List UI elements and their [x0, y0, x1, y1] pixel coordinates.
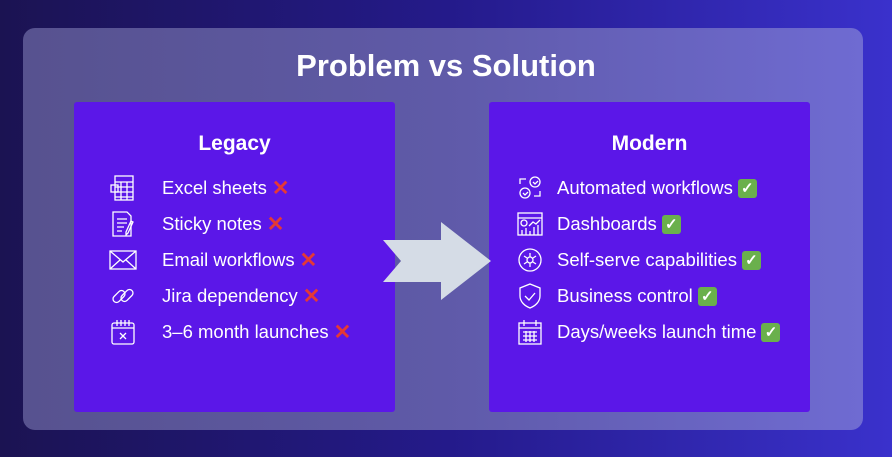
- modern-heading: Modern: [611, 132, 688, 155]
- item-label: Business control: [557, 285, 693, 306]
- item-label: Excel sheets: [162, 177, 267, 198]
- legacy-item: Jira dependency✕: [162, 281, 320, 311]
- check-icon: ✓: [761, 322, 781, 342]
- modern-item: Self-serve capabilities✓: [557, 245, 761, 275]
- cross-icon: ✕: [302, 284, 321, 308]
- item-label: Sticky notes: [162, 213, 262, 234]
- check-icon: ✓: [697, 286, 717, 306]
- dashboard-icon: [515, 209, 545, 239]
- calendar-icon: [515, 317, 545, 347]
- legacy-heading: Legacy: [198, 132, 271, 155]
- item-label: Automated workflows: [557, 177, 733, 198]
- check-icon: ✓: [661, 214, 681, 234]
- legacy-item: Sticky notes✕: [162, 209, 284, 239]
- cross-icon: ✕: [299, 248, 318, 272]
- modern-item: Business control✓: [557, 281, 717, 311]
- legacy-card: [74, 102, 395, 412]
- legacy-item: Email workflows✕: [162, 245, 317, 275]
- legacy-item: Excel sheets✕: [162, 173, 290, 203]
- note-icon: [108, 209, 138, 239]
- item-label: Jira dependency: [162, 285, 298, 306]
- item-label: 3–6 month launches: [162, 321, 329, 342]
- item-label: Days/weeks launch time: [557, 321, 757, 342]
- shield-check-icon: [515, 281, 545, 311]
- check-icon: ✓: [737, 178, 757, 198]
- modern-item: Automated workflows✓: [557, 173, 757, 203]
- arrow-right-icon: [383, 222, 491, 300]
- item-label: Email workflows: [162, 249, 295, 270]
- item-label: Dashboards: [557, 213, 657, 234]
- link-icon: [108, 281, 138, 311]
- envelope-icon: [108, 245, 138, 275]
- modern-item: Dashboards✓: [557, 209, 681, 239]
- gears-icon: [515, 173, 545, 203]
- legacy-item: 3–6 month launches✕: [162, 317, 351, 347]
- cross-icon: ✕: [271, 176, 290, 200]
- check-icon: ✓: [741, 250, 761, 270]
- spreadsheet-icon: [108, 173, 138, 203]
- item-label: Self-serve capabilities: [557, 249, 737, 270]
- self-serve-icon: [515, 245, 545, 275]
- cross-icon: ✕: [333, 320, 352, 344]
- calendar-x-icon: [108, 317, 138, 347]
- page-title: Problem vs Solution: [296, 48, 596, 83]
- cross-icon: ✕: [266, 212, 285, 236]
- modern-item: Days/weeks launch time✓: [557, 317, 781, 347]
